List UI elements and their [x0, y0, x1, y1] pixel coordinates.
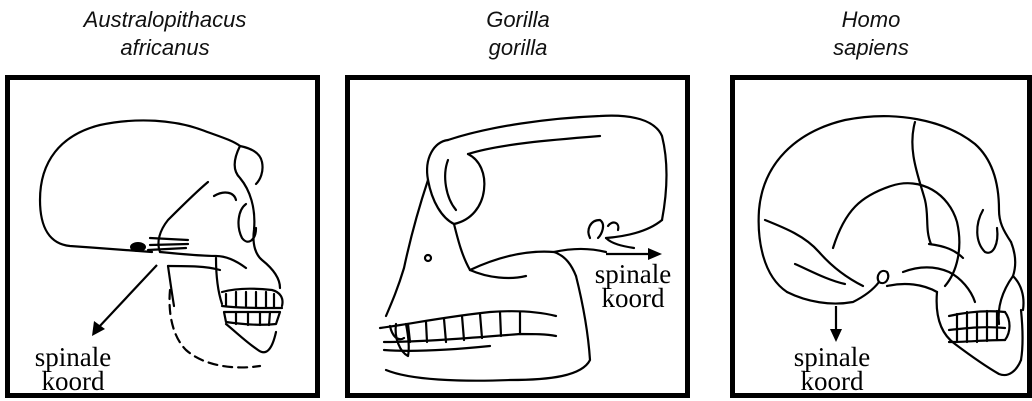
species-name: sapiens [706, 34, 1032, 62]
spinal-cord-label-gorilla: spinale koord [577, 262, 689, 310]
gorilla-skull-drawing [350, 80, 685, 393]
panel-title-australopithecus: Australopithacus africanus [0, 6, 330, 62]
genus-name: Australopithacus [0, 6, 330, 34]
spinal-cord-label-australopithecus: spinale koord [18, 345, 128, 393]
label-line2: koord [18, 369, 128, 393]
panel-title-homo: Homo sapiens [706, 6, 1032, 62]
label-line2: koord [577, 286, 689, 310]
genus-name: Gorilla [353, 6, 683, 34]
genus-name: Homo [706, 6, 1032, 34]
spinal-cord-label-homo: spinale koord [777, 345, 887, 393]
species-name: gorilla [353, 34, 683, 62]
panel-title-gorilla: Gorilla gorilla [353, 6, 683, 62]
panel-gorilla [345, 75, 690, 398]
species-name: africanus [0, 34, 330, 62]
label-line2: koord [777, 369, 887, 393]
